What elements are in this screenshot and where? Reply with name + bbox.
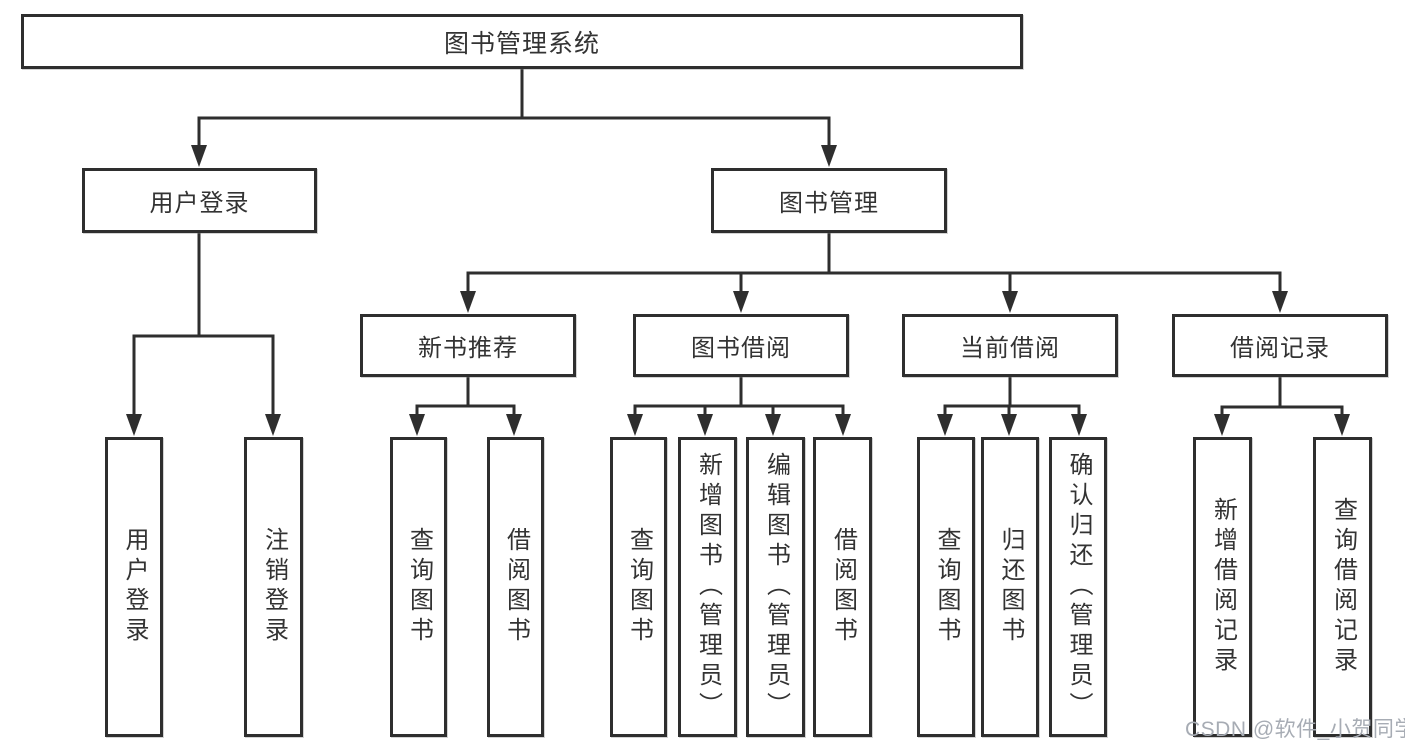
leaf-edit-book-admin: 编辑图书（管理员） — [746, 437, 805, 737]
leaf-add-borrow-record: 新增借阅记录 — [1193, 437, 1252, 737]
leaf-user-login: 用户登录 — [105, 437, 163, 737]
connector-new-book-children — [409, 377, 522, 436]
connector-root-to-level2 — [191, 69, 837, 167]
connector-book-borrow-children — [627, 377, 851, 436]
leaf-confirm-return-admin: 确认归还（管理员） — [1049, 437, 1107, 737]
leaf-query-books-borrow: 查询图书 — [610, 437, 667, 737]
watermark: CSDN @软件_小贺同学 — [1185, 718, 1405, 741]
leaf-query-books-recommend: 查询图书 — [390, 437, 447, 737]
node-borrow-records: 借阅记录 — [1172, 314, 1388, 377]
leaf-query-borrow-record: 查询借阅记录 — [1313, 437, 1372, 737]
node-current-borrow: 当前借阅 — [902, 314, 1118, 377]
node-book-borrow: 图书借阅 — [633, 314, 849, 377]
node-book-management: 图书管理 — [711, 168, 947, 233]
node-user-login: 用户登录 — [82, 168, 317, 233]
node-new-book-recommend: 新书推荐 — [360, 314, 576, 377]
leaf-add-book-admin: 新增图书（管理员） — [678, 437, 737, 737]
leaf-return-book: 归还图书 — [981, 437, 1039, 737]
leaf-query-books-current: 查询图书 — [917, 437, 975, 737]
leaf-borrow-books: 借阅图书 — [813, 437, 872, 737]
node-root-system: 图书管理系统 — [21, 14, 1023, 69]
connector-current-borrow-children — [937, 377, 1087, 436]
leaf-borrow-books-recommend: 借阅图书 — [487, 437, 544, 737]
leaf-logout: 注销登录 — [244, 437, 303, 737]
connector-book-mgmt-to-level3 — [460, 233, 1288, 313]
connector-user-login-children — [126, 233, 281, 436]
connector-borrow-records-children — [1214, 377, 1350, 436]
